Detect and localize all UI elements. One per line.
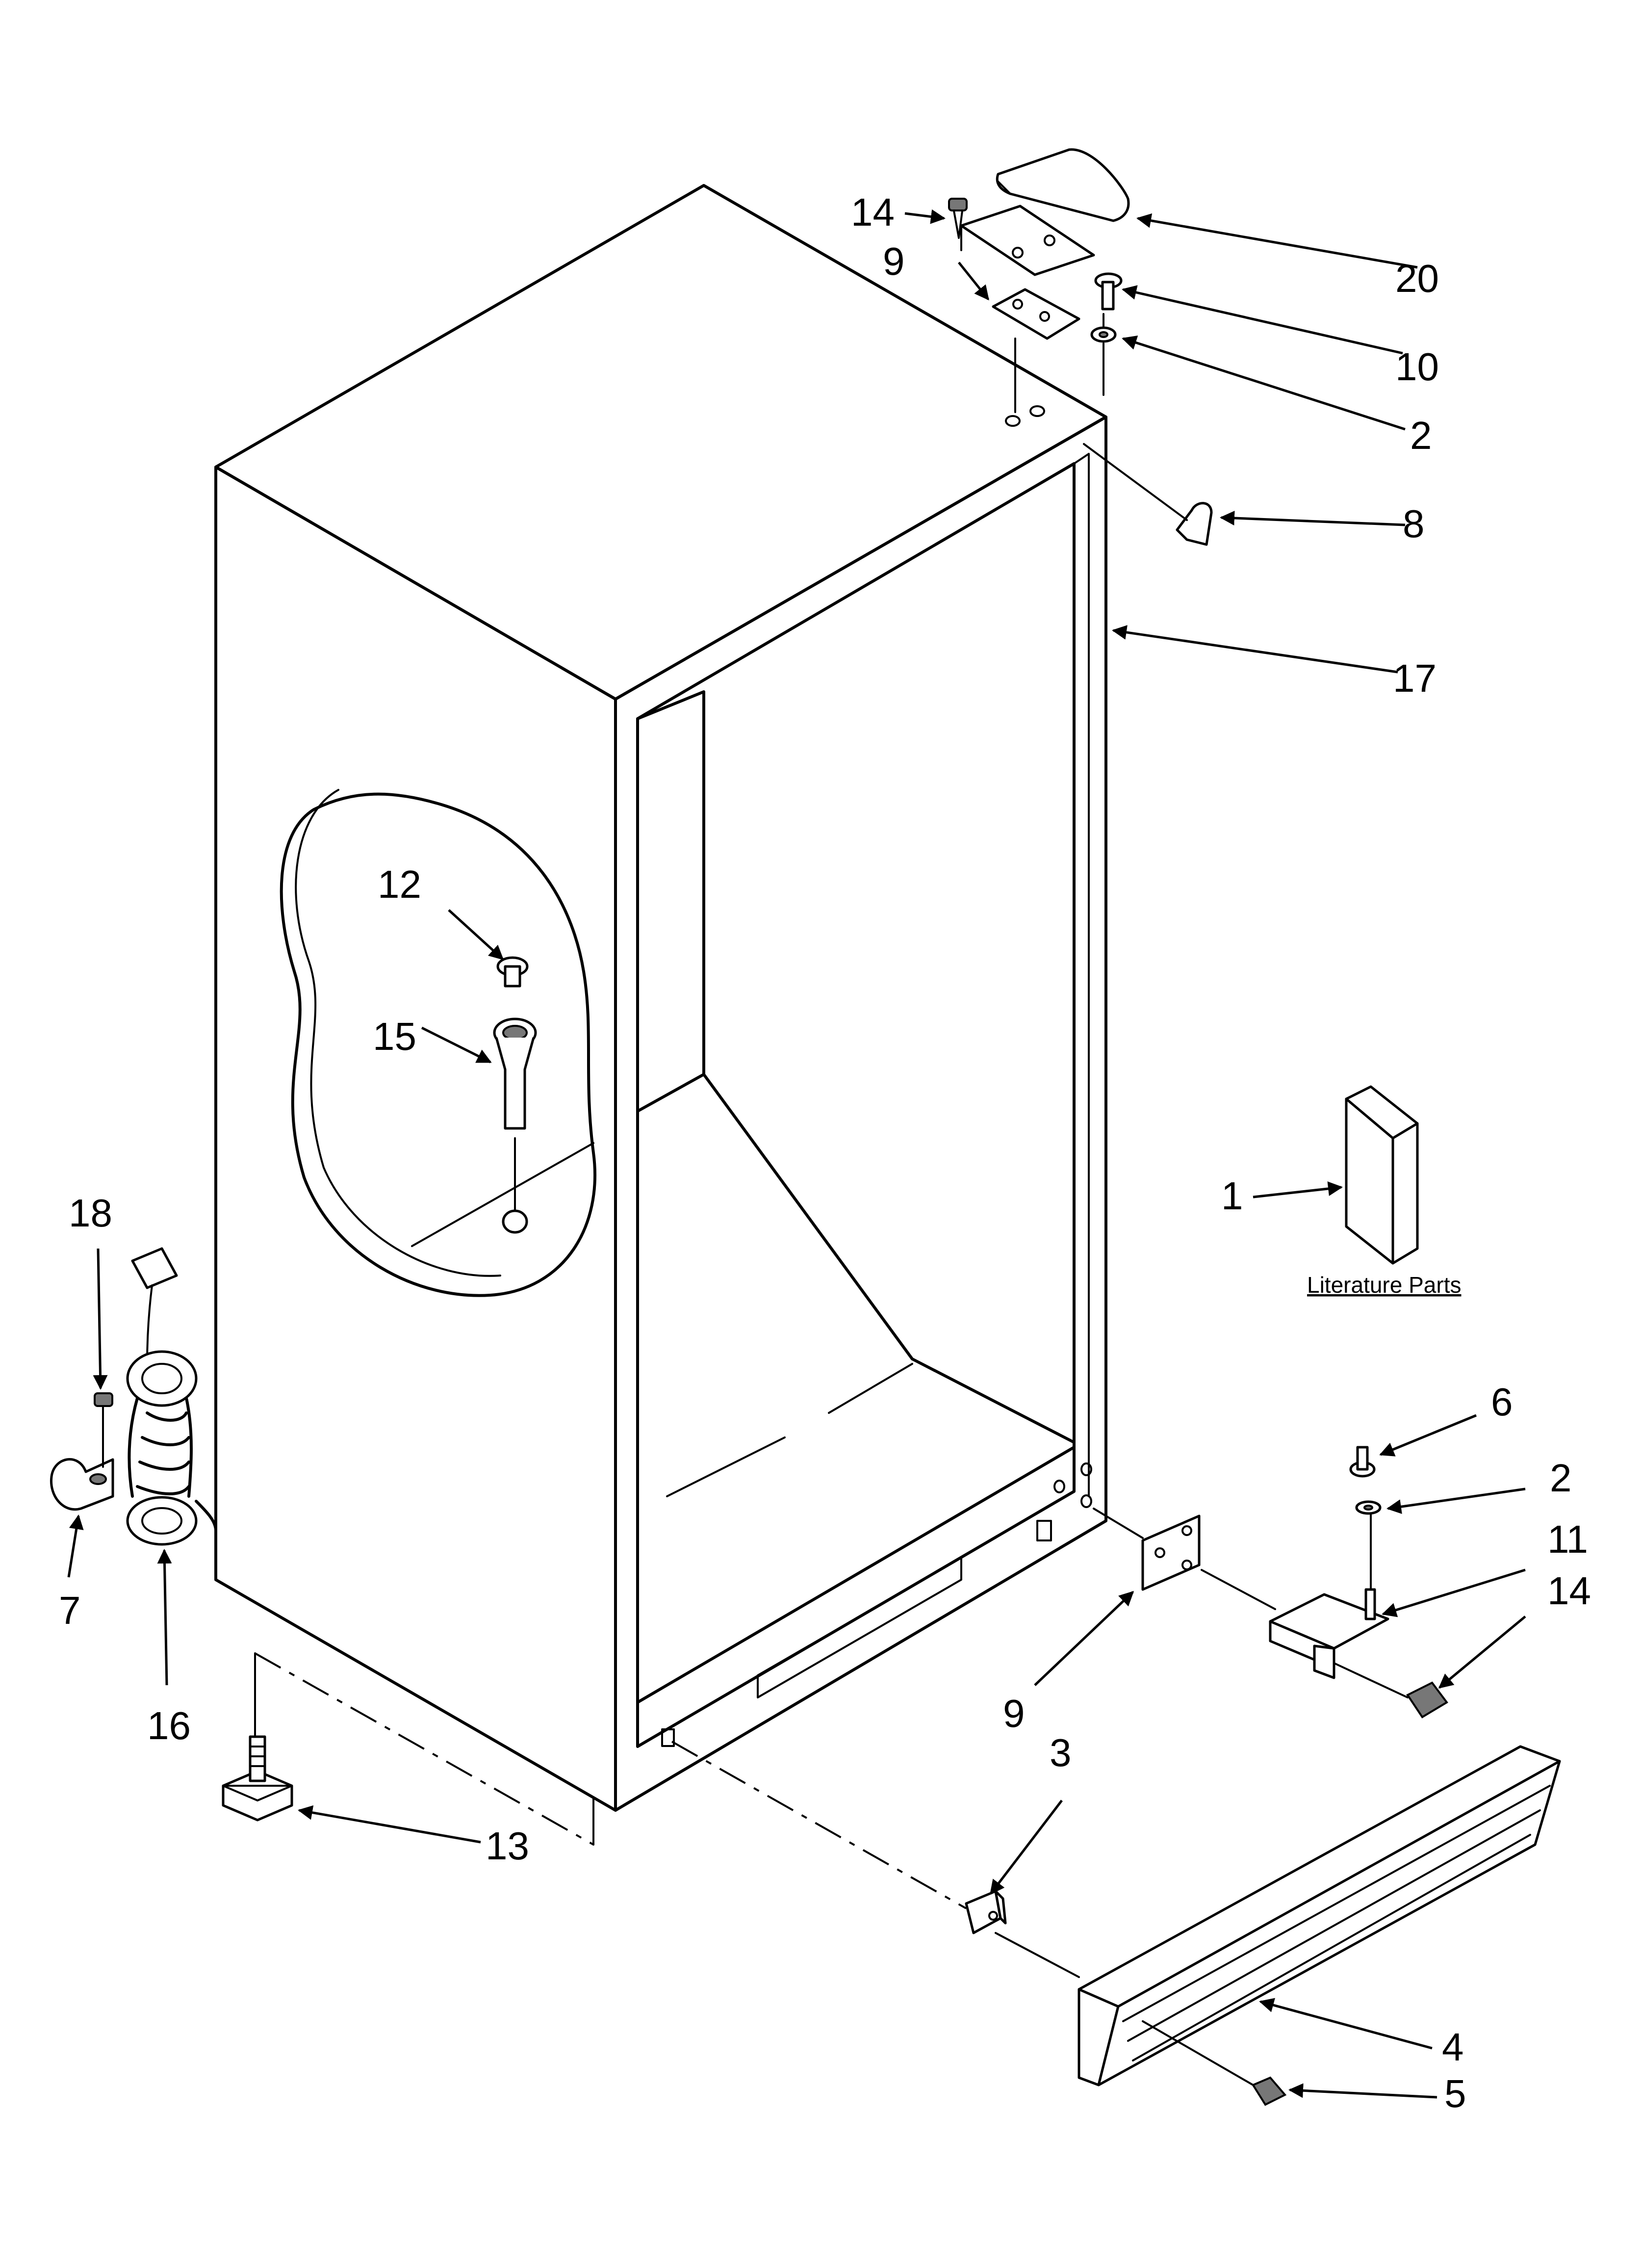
callout-3: 3: [1050, 1731, 1072, 1774]
callout-9-bottom: 9: [1003, 1692, 1025, 1735]
callout-5: 5: [1444, 2072, 1466, 2115]
top-hinge-assembly: [948, 148, 1213, 546]
callout-8: 8: [1403, 502, 1425, 546]
leveling-leg: [222, 1652, 594, 1846]
callout-9-top: 9: [883, 239, 905, 283]
part-12-plug: [496, 956, 529, 988]
callout-16: 16: [147, 1704, 191, 1747]
toe-grille-assembly: [671, 1741, 1561, 2106]
callout-2-bottom: 2: [1550, 1456, 1572, 1500]
callout-labels: 20 14 9 10 2 8 17 12 15 1 Literature Par…: [59, 190, 1591, 2115]
callout-18: 18: [69, 1191, 112, 1235]
callout-20: 20: [1395, 257, 1439, 300]
callout-2-top: 2: [1410, 414, 1432, 457]
cutaway-view: [280, 789, 596, 1297]
callout-13: 13: [486, 1824, 529, 1868]
literature-parts: [1345, 1085, 1419, 1265]
callout-1: 1: [1221, 1174, 1243, 1218]
callout-4: 4: [1442, 2025, 1464, 2069]
callout-12: 12: [378, 862, 421, 906]
callout-6: 6: [1491, 1380, 1513, 1424]
callout-15: 15: [373, 1015, 416, 1058]
cabinet: [214, 184, 1107, 1812]
callout-14-top: 14: [851, 190, 895, 234]
literature-parts-label: Literature Parts: [1307, 1272, 1461, 1298]
callout-14-bottom: 14: [1547, 1569, 1591, 1613]
leader-lines: [67, 209, 1526, 2099]
power-cord-assembly: [50, 1247, 217, 1546]
bottom-hinge-assembly: [1093, 1446, 1448, 1719]
callout-10: 10: [1395, 345, 1439, 389]
callout-7: 7: [59, 1589, 81, 1632]
callout-11: 11: [1547, 1517, 1588, 1561]
callout-17: 17: [1393, 656, 1437, 700]
part-15-drain-tube: [493, 1017, 537, 1234]
